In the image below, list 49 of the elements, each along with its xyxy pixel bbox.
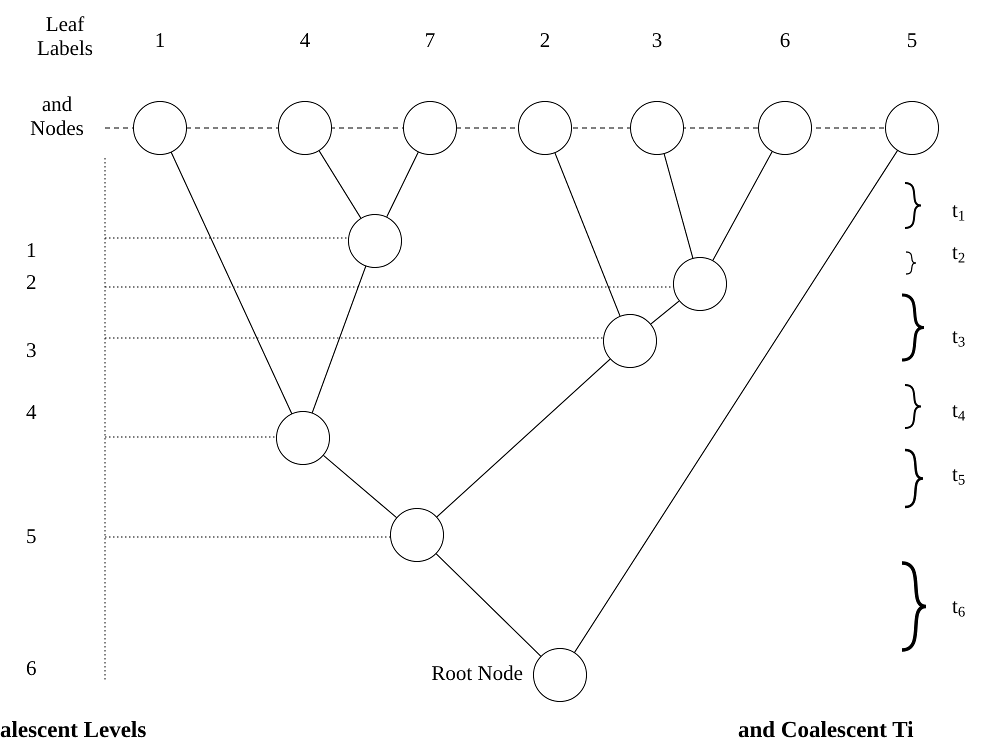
tree-node-circle — [673, 257, 727, 311]
heading: and Nodes — [29, 92, 85, 140]
tree-node-circle — [278, 101, 332, 155]
level-number: 4 — [26, 400, 36, 424]
leaf-label: 7 — [424, 28, 436, 52]
tree-node-circle — [758, 101, 812, 155]
node-caption: Root Node — [430, 661, 523, 685]
time-label: t$_{6}$ — [952, 594, 966, 618]
level-number: 1 — [26, 238, 36, 262]
leaf-label: 2 — [538, 28, 552, 52]
level-number: 5 — [26, 524, 36, 548]
tree-node-circle — [533, 648, 587, 702]
leaf-label: 6 — [778, 28, 792, 52]
tree-node-circle — [403, 101, 457, 155]
leaf-label: 3 — [650, 28, 664, 52]
time-label: t$_{1}$ — [952, 198, 966, 222]
axis-title: alescent Levels — [0, 718, 146, 742]
time-label: t$_{2}$ — [952, 240, 966, 264]
branch-line — [318, 150, 362, 218]
leaf-label: 4 — [298, 28, 312, 52]
tree-node-circle — [133, 101, 187, 155]
level-number: 2 — [26, 270, 36, 294]
level-number: 3 — [26, 338, 36, 362]
leaf-label: 5 — [906, 28, 918, 52]
branch-line — [712, 151, 773, 261]
tree-node-circle — [348, 214, 402, 268]
heading: Leaf Labels — [36, 12, 94, 60]
leaf-label: 1 — [154, 28, 166, 52]
tree-node-circle — [518, 101, 572, 155]
tree-node-circle — [390, 508, 444, 562]
tree-node-circle — [603, 314, 657, 368]
time-label: t$_{4}$ — [952, 398, 966, 422]
branch-line — [574, 150, 898, 653]
branch-line — [664, 154, 694, 258]
axis-title: and Coalescent Ti — [738, 718, 914, 742]
tree-node-circle — [630, 101, 684, 155]
branch-line — [323, 455, 397, 518]
level-number: 6 — [26, 656, 36, 680]
time-label: t$_{5}$ — [952, 462, 966, 486]
branch-line — [386, 152, 419, 217]
tree-node-circle — [885, 101, 939, 155]
branch-line — [650, 300, 680, 324]
tree-node-circle — [276, 411, 330, 465]
branch-line — [170, 152, 292, 414]
time-label: t$_{3}$ — [952, 324, 966, 348]
branch-line — [436, 554, 542, 656]
branch-line — [554, 152, 620, 316]
branch-line — [436, 358, 610, 518]
branch-line — [312, 266, 366, 413]
